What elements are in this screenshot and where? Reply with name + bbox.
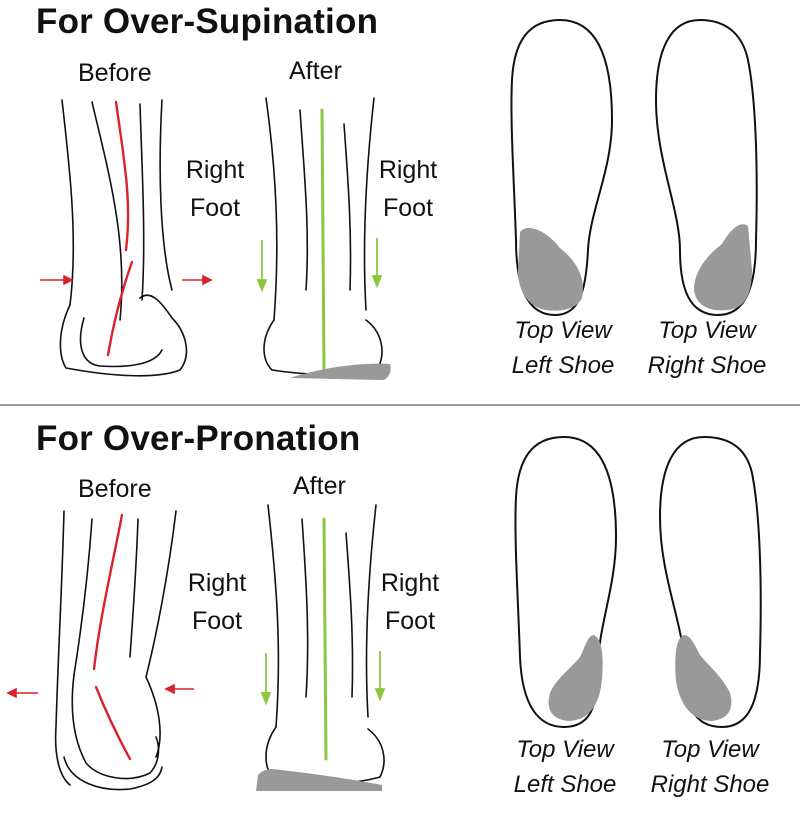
heel-outline: [59, 294, 188, 377]
shoe-caption-line2: Left Shoe: [513, 770, 617, 798]
leg-outline-right: [365, 504, 377, 718]
foot-label-before: Right Foot: [180, 568, 254, 636]
arrow-icon: [6, 687, 38, 699]
heel-wedge-insert: [256, 769, 382, 791]
misalignment-line: [94, 685, 132, 761]
supination-illustration: [40, 18, 758, 380]
heel-inner: [63, 756, 163, 791]
misalignment-line: [106, 260, 134, 357]
foot-after-drawing: [265, 504, 385, 785]
leg-outline-right: [159, 99, 173, 291]
shoe-caption-left: Top View Left Shoe: [498, 314, 628, 384]
heel-insert-left: [518, 227, 584, 311]
misalignment-line: [114, 100, 130, 252]
leg-outline-left: [61, 99, 75, 306]
arrow-down-icon: [374, 651, 386, 702]
leg-outline-right: [363, 97, 375, 311]
foot-label-line1: Right: [187, 569, 247, 597]
arrow-icon: [164, 683, 194, 695]
section-divider: [0, 404, 800, 406]
shoe-caption-line2: Right Shoe: [647, 351, 767, 379]
before-label: Before: [78, 59, 152, 87]
tendon-line: [299, 109, 309, 291]
leg-outline-left: [267, 504, 280, 728]
section-over-supination: For Over-Supination Before After Right F…: [0, 0, 800, 406]
shoe-outline-left: [514, 435, 618, 729]
shoe-outline-right: [654, 18, 758, 317]
tendon-line: [139, 103, 145, 301]
tendon-line: [345, 532, 354, 698]
shoe-caption-line1: Top View: [658, 317, 756, 344]
heel-inner: [79, 317, 163, 368]
shoe-caption-right: Top View Right Shoe: [637, 314, 777, 384]
heel-outline: [71, 674, 160, 780]
heel-insert-right: [694, 224, 752, 311]
leg-outline-left: [265, 97, 278, 321]
foot-label-line1: Right: [380, 569, 440, 597]
heel-insert-right: [675, 635, 732, 721]
tendon-line: [129, 518, 139, 658]
shoe-caption-left: Top View Left Shoe: [500, 733, 630, 803]
leg-outline-right: [145, 510, 177, 758]
arrow-down-icon: [371, 238, 383, 289]
shoe-outline-right: [658, 435, 762, 729]
misalignment-line: [92, 513, 124, 671]
foot-before-drawing: [54, 510, 177, 791]
before-label: Before: [78, 475, 152, 503]
achilles-line: [91, 101, 123, 321]
shoe-caption-line1: Top View: [514, 317, 612, 344]
tendon-line: [343, 123, 352, 291]
heel-wedge-insert: [290, 363, 391, 380]
shoe-caption-line1: Top View: [661, 736, 759, 763]
foot-label-line1: Right: [185, 156, 245, 184]
shoe-caption-right: Top View Right Shoe: [640, 733, 780, 803]
section-title: For Over-Supination: [36, 2, 379, 41]
shoe-caption-line2: Left Shoe: [511, 351, 615, 379]
alignment-line: [320, 108, 326, 372]
foot-label-line1: Right: [378, 156, 438, 184]
shoe-caption-line2: Right Shoe: [650, 770, 770, 798]
tendon-line: [73, 518, 93, 676]
foot-label-line2: Foot: [384, 607, 436, 635]
arrow-icon: [40, 274, 74, 286]
foot-label-after: Right Foot: [373, 568, 447, 636]
after-label: After: [293, 472, 346, 500]
shoe-outline-left: [510, 18, 614, 317]
foot-label-after: Right Foot: [371, 155, 445, 223]
foot-label-line2: Foot: [382, 194, 434, 222]
foot-after-drawing: [263, 97, 383, 376]
heel-insert-left: [548, 635, 603, 721]
tendon-line: [301, 518, 309, 698]
arrow-down-icon: [256, 240, 268, 293]
foot-label-before: Right Foot: [178, 155, 252, 223]
arrow-down-icon: [260, 653, 272, 706]
foot-label-line2: Foot: [189, 194, 241, 222]
shoe-caption-line1: Top View: [516, 736, 614, 763]
leg-outline-left: [54, 510, 71, 786]
section-title: For Over-Pronation: [36, 419, 361, 458]
alignment-line: [322, 517, 328, 761]
foot-label-line2: Foot: [191, 607, 243, 635]
arrow-icon: [182, 274, 213, 286]
pronation-illustration: [6, 435, 762, 791]
after-label: After: [289, 57, 342, 85]
section-over-pronation: For Over-Pronation Before After Right Fo…: [0, 407, 800, 813]
foot-before-drawing: [59, 99, 188, 377]
